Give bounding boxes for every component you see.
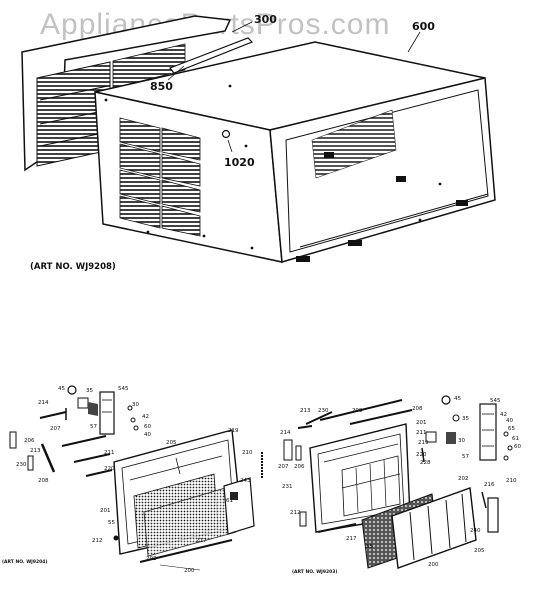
callout-r-213: 213 [300,408,311,414]
callout-r-210: 210 [506,478,517,484]
callout-l-206: 206 [24,438,35,444]
callout-l-217: 217 [196,538,207,544]
callout-r-30: 30 [458,438,465,444]
callout-l-220: 220 [104,466,115,472]
callout-r-545: 545 [490,398,501,404]
callout-l-243: 243 [240,478,251,484]
cabinet-housing [94,41,496,263]
callout-l-40: 40 [144,432,151,438]
callout-r-35: 35 [462,416,469,422]
callout-r-200: 200 [428,562,439,568]
callout-r-219: 219 [418,440,429,446]
callout-r-201: 201 [416,420,427,426]
callout-r-208: 208 [412,406,423,412]
callout-r-240: 240 [470,528,481,534]
callout-r-207: 207 [278,464,289,470]
art-number-top: (ART NO. WJ9208) [30,262,116,272]
callout-l-210: 210 [242,450,253,456]
callout-l-213: 213 [30,448,41,454]
front-grille-panel [21,15,232,172]
callout-r-42: 42 [500,412,507,418]
callout-l-219: 219 [228,428,239,434]
callout-r-65: 65 [508,426,515,432]
callout-l-45: 45 [58,386,65,392]
callout-r-228: 228 [420,460,431,466]
callout-l-214: 214 [38,400,49,406]
callout-r-45: 45 [454,396,461,402]
callout-l-207: 207 [50,426,61,432]
callout-r-57: 57 [462,454,469,460]
callout-r-216: 216 [484,482,495,488]
callout-r-220: 220 [416,452,427,458]
callout-l-208: 208 [38,478,49,484]
callout-r-212: 212 [290,510,301,516]
callout-r-206: 206 [294,464,305,470]
callout-l-35: 35 [86,388,93,394]
callout-r-202: 202 [458,476,469,482]
callout-l-42: 42 [142,414,149,420]
callout-r-230: 230 [318,408,329,414]
top-strip [169,37,254,74]
callout-l-545: 545 [118,386,129,392]
callout-l-60: 60 [144,424,151,430]
callout-l-202: 202 [146,556,157,562]
callout-r-231: 231 [282,484,293,490]
callout-600: 600 [412,20,435,33]
callout-r-209: 209 [352,408,363,414]
callout-r-211: 211 [416,430,427,436]
callout-l-201: 201 [100,508,111,514]
callout-l-61: 61 [226,498,233,504]
callout-r-205: 205 [474,548,485,554]
right-assembly [283,395,513,569]
callout-l-55: 55 [108,520,115,526]
top-assembly [21,15,496,263]
callout-850: 850 [150,80,173,93]
callout-r-60: 60 [514,444,521,450]
art-number-left: (ART NO. WJ9204) [2,560,48,565]
callout-r-61: 61 [512,436,519,442]
callout-l-211: 211 [104,450,115,456]
callout-l-205: 205 [166,440,177,446]
callout-l-57: 57 [90,424,97,430]
callout-1020: 1020 [224,156,255,169]
callout-l-30: 30 [132,402,139,408]
callout-r-55: 55 [366,544,373,550]
callout-r-214: 214 [280,430,291,436]
callout-300: 300 [254,13,277,26]
left-assembly [9,385,263,571]
callout-r-217: 217 [346,536,357,542]
callout-l-200: 200 [184,568,195,574]
callout-l-230: 230 [16,462,27,468]
callout-r-40: 40 [506,418,513,424]
art-number-right: (ART NO. WJ9203) [292,570,338,575]
callout-l-212: 212 [92,538,103,544]
